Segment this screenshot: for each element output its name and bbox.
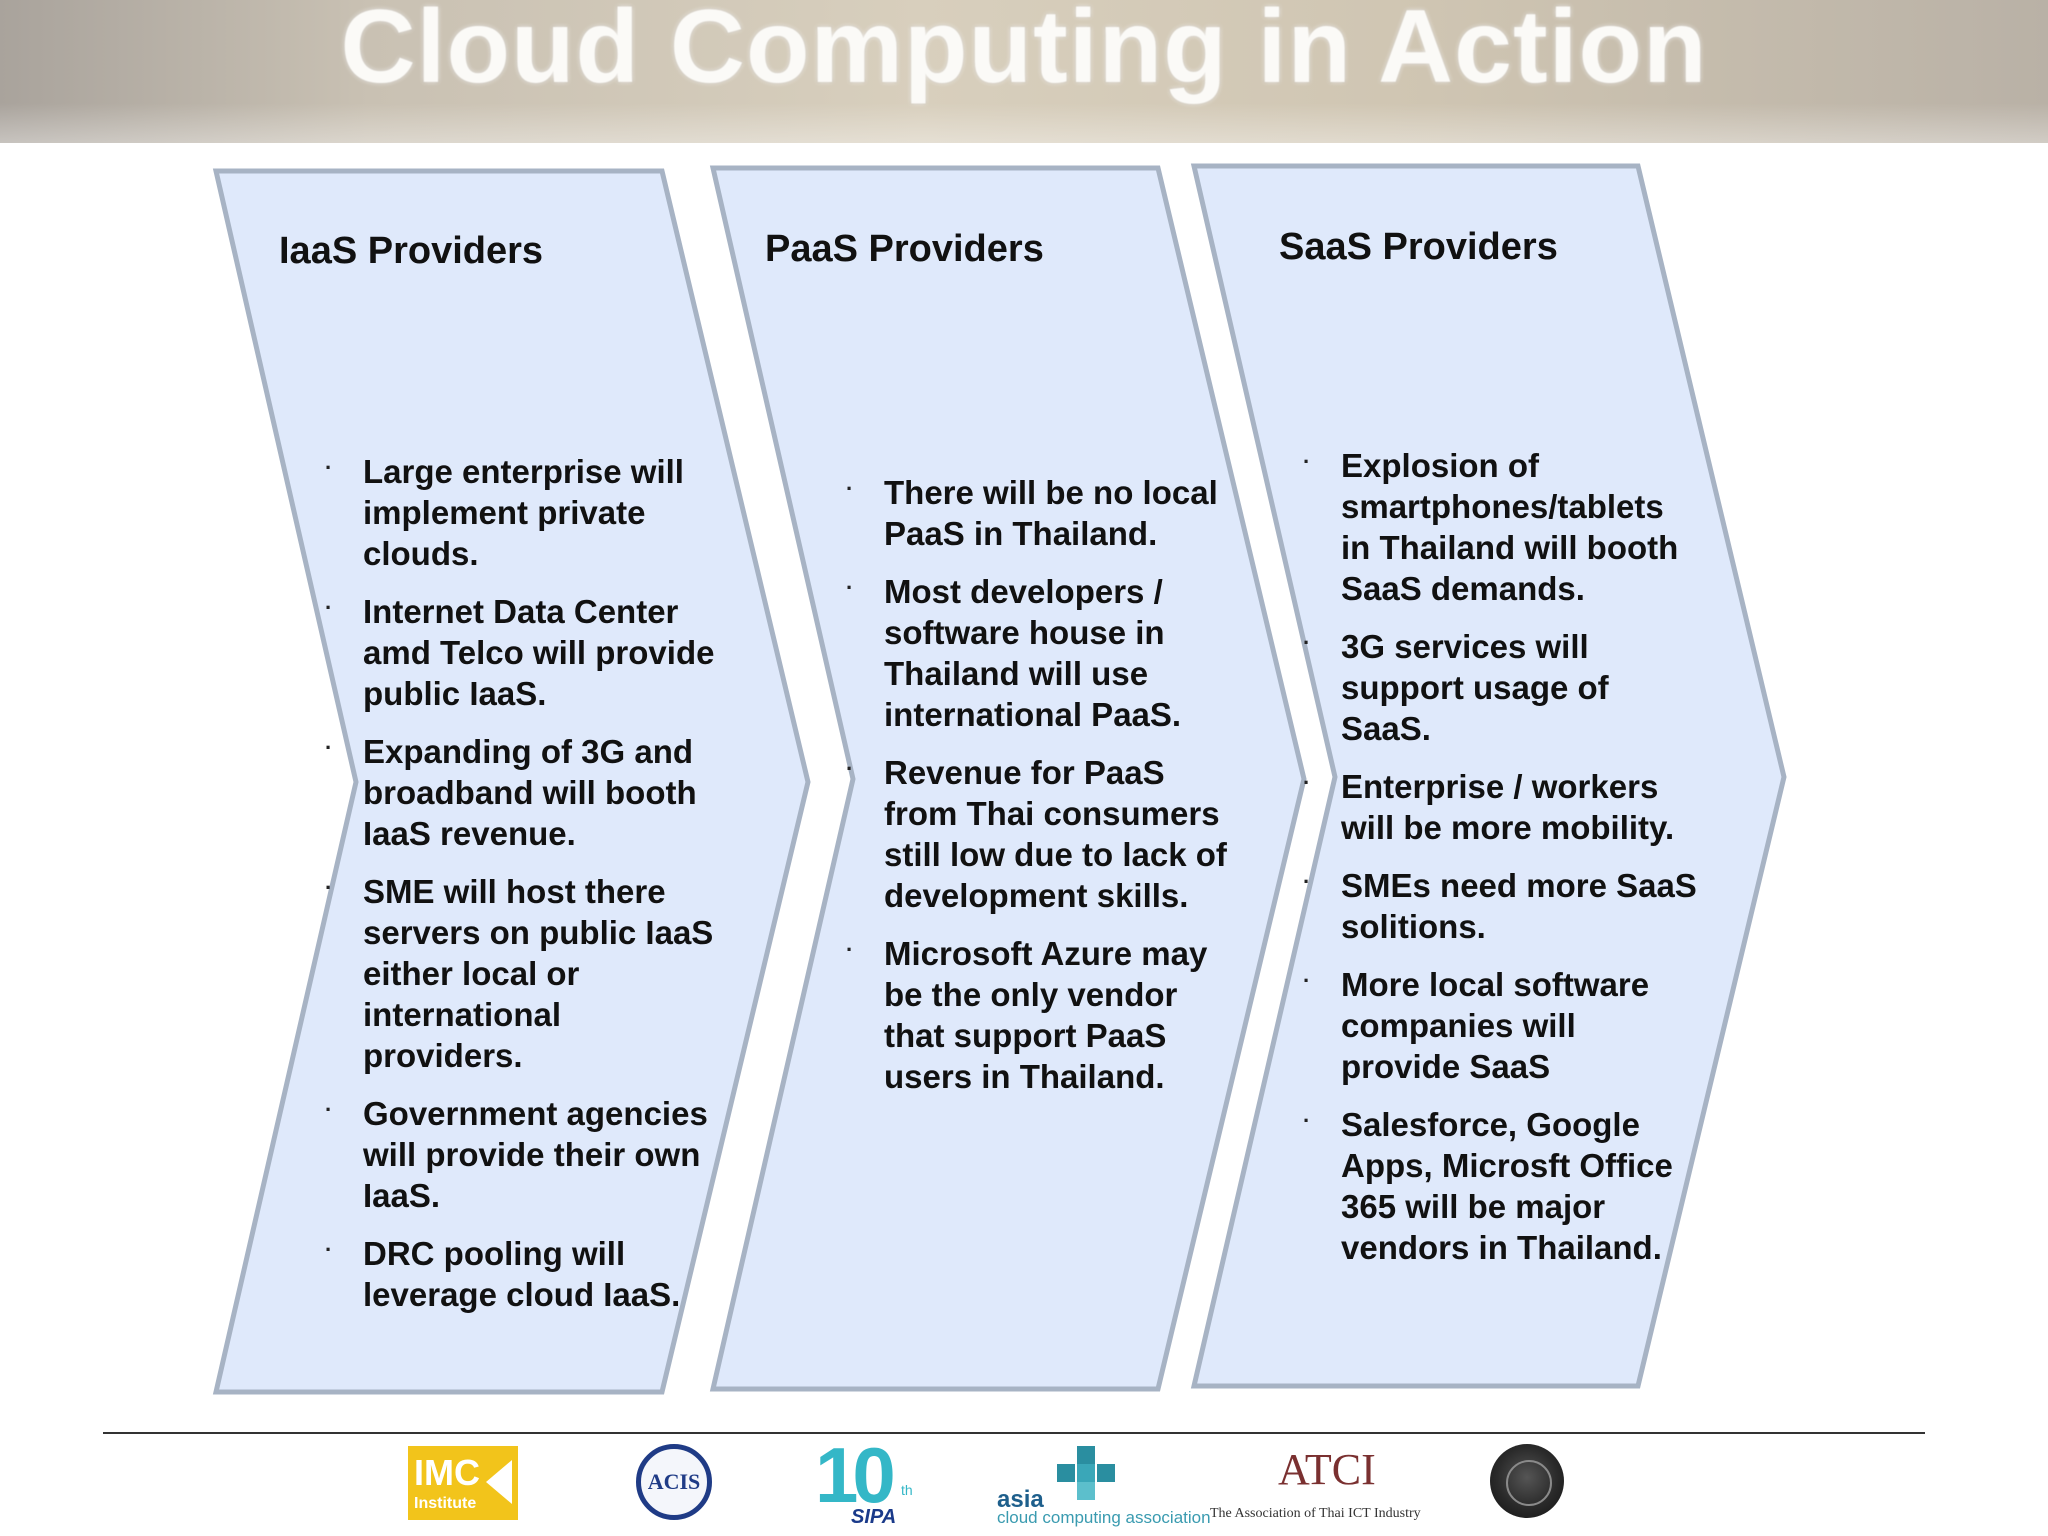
bullet-icon: · bbox=[325, 455, 333, 480]
bullet-icon: · bbox=[1303, 449, 1311, 474]
list-item: ·Government agencies will provide their … bbox=[325, 1093, 723, 1216]
bullet-icon: · bbox=[1303, 770, 1311, 795]
acis-logo: ACIS bbox=[636, 1444, 712, 1520]
header-banner: Cloud Computing in Action bbox=[0, 0, 2048, 143]
bullet-icon: · bbox=[846, 937, 854, 962]
list-item: ·Internet Data Center amd Telco will pro… bbox=[325, 591, 723, 714]
bullet-icon: · bbox=[846, 756, 854, 781]
list-item: ·Expanding of 3G and broadband will boot… bbox=[325, 731, 723, 854]
chevron-saas bbox=[1190, 163, 1787, 1389]
paas-title: PaaS Providers bbox=[765, 228, 1044, 270]
list-item: ·Large enterprise will implement private… bbox=[325, 451, 723, 574]
list-item: ·More local software companies will prov… bbox=[1303, 964, 1701, 1087]
atci-logo: ATCI The Association of Thai ICT Industr… bbox=[1210, 1445, 1421, 1521]
asia-cloud-logo: asia cloud computing association bbox=[997, 1446, 1211, 1530]
list-item: ·Salesforce, Google Apps, Microsft Offic… bbox=[1303, 1104, 1701, 1268]
saas-bullet-list: ·Explosion of smartphones/tablets in Tha… bbox=[1303, 445, 1701, 1285]
bullet-icon: · bbox=[1303, 630, 1311, 655]
council-logo bbox=[1490, 1444, 1564, 1518]
bullet-icon: · bbox=[325, 875, 333, 900]
bullet-icon: · bbox=[325, 1097, 333, 1122]
saas-title: SaaS Providers bbox=[1279, 226, 1558, 268]
list-item: ·DRC pooling will leverage cloud IaaS. bbox=[325, 1233, 723, 1315]
page-title: Cloud Computing in Action bbox=[340, 0, 1708, 105]
footer-divider bbox=[103, 1432, 1925, 1434]
chevron-iaas bbox=[212, 168, 811, 1395]
list-item: ·Most developers / software house in Tha… bbox=[846, 571, 1244, 735]
bullet-icon: · bbox=[325, 735, 333, 760]
iaas-title: IaaS Providers bbox=[279, 230, 544, 272]
paas-bullet-list: ·There will be no local PaaS in Thailand… bbox=[846, 472, 1244, 1114]
arrow-icon bbox=[486, 1460, 512, 1504]
iaas-bullet-list: ·Large enterprise will implement private… bbox=[325, 451, 723, 1332]
list-item: ·SME will host there servers on public I… bbox=[325, 871, 723, 1076]
list-item: ·Enterprise / workers will be more mobil… bbox=[1303, 766, 1701, 848]
bullet-icon: · bbox=[325, 595, 333, 620]
imc-institute-logo: IMC Institute bbox=[408, 1446, 518, 1520]
bullet-icon: · bbox=[846, 575, 854, 600]
chevron-paas bbox=[709, 165, 1307, 1392]
list-item: ·SMEs need more SaaS solitions. bbox=[1303, 865, 1701, 947]
bullet-icon: · bbox=[325, 1237, 333, 1262]
bullet-icon: · bbox=[1303, 968, 1311, 993]
list-item: ·3G services will support usage of SaaS. bbox=[1303, 626, 1701, 749]
bullet-icon: · bbox=[1303, 869, 1311, 894]
squares-icon bbox=[1057, 1446, 1117, 1500]
list-item: ·There will be no local PaaS in Thailand… bbox=[846, 472, 1244, 554]
sipa-logo: 10 th SIPA bbox=[815, 1431, 913, 1528]
list-item: ·Microsoft Azure may be the only vendor … bbox=[846, 933, 1244, 1097]
bullet-icon: · bbox=[846, 476, 854, 501]
bullet-icon: · bbox=[1303, 1108, 1311, 1133]
list-item: ·Revenue for PaaS from Thai consumers st… bbox=[846, 752, 1244, 916]
list-item: ·Explosion of smartphones/tablets in Tha… bbox=[1303, 445, 1701, 609]
